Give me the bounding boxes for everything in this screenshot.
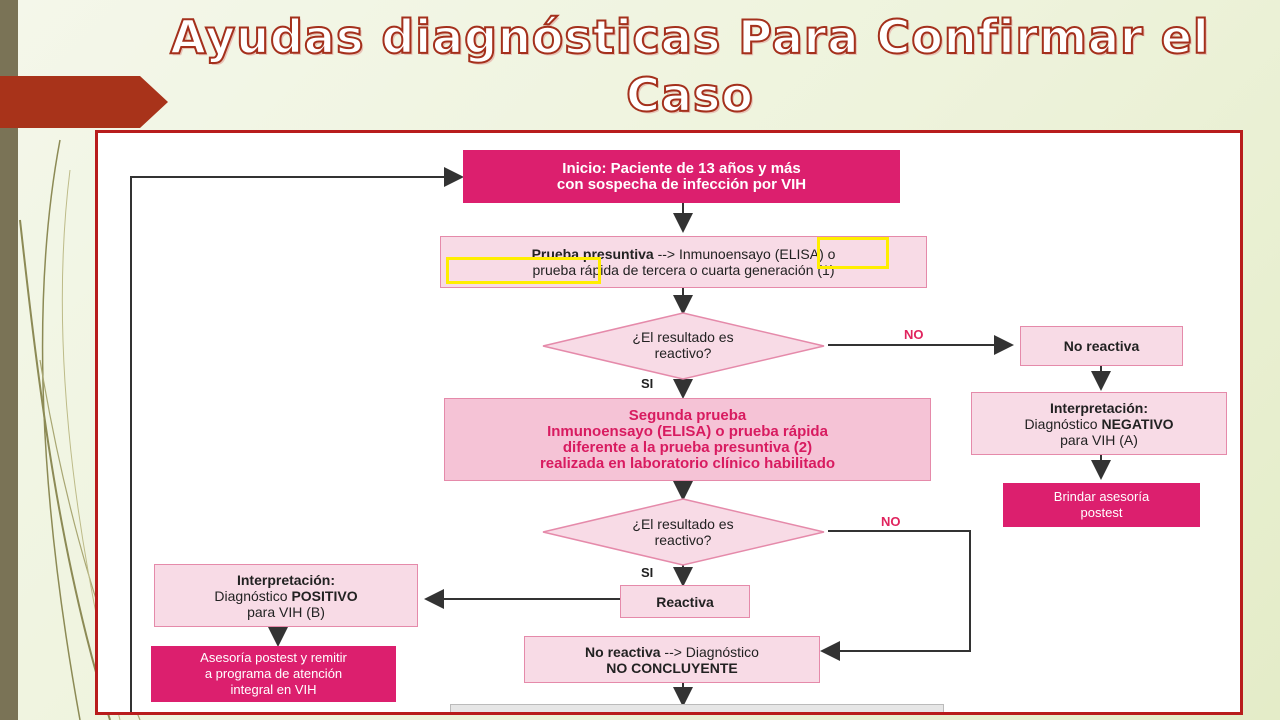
- title-arrow-tab: [0, 76, 168, 128]
- decision2-diamond: [542, 498, 825, 566]
- presumptive-line2: prueba rápida de tercera o cuarta genera…: [532, 262, 835, 278]
- interp-neg-title: Interpretación:: [1049, 399, 1148, 416]
- decision1-line2: reactivo?: [654, 345, 712, 361]
- second-test-line1: Segunda prueba: [628, 406, 747, 424]
- left-accent-bar: [0, 0, 18, 720]
- decision2-text: ¿El resultado es reactivo?: [583, 516, 783, 548]
- slide-title-line2: Caso: [625, 67, 754, 123]
- decision1-text: ¿El resultado es reactivo?: [583, 329, 783, 361]
- decision1-line1: ¿El resultado es: [632, 329, 734, 345]
- postest-2-line1: Asesoría postest y remitir: [200, 650, 347, 665]
- no-reactiva-2-rest: --> Diagnóstico: [660, 643, 759, 660]
- slide-title-line1: Ayudas diagnósticas Para Confirmar el: [169, 9, 1210, 65]
- second-test-line3: diferente a la prueba presuntiva (2): [562, 438, 813, 456]
- postest-1-line1: Brindar asesoría: [1053, 489, 1150, 504]
- si-label-1: SI: [641, 376, 654, 391]
- second-test-line2: Inmunoensayo (ELISA) o prueba rápida: [547, 422, 828, 440]
- decision2-line1: ¿El resultado es: [632, 516, 734, 532]
- postest-1-line2: postest: [1080, 505, 1123, 520]
- si-label-2: SI: [641, 565, 654, 580]
- interp-neg-prefix: Diagnóstico: [1024, 415, 1102, 432]
- no-reactiva-2-bold: No reactiva: [585, 643, 661, 660]
- reactiva-box: Reactiva: [620, 585, 750, 618]
- presumptive-line1-rest: --> Inmunoensayo (ELISA) o: [653, 246, 836, 262]
- interp-negative-box: Interpretación: Diagnóstico NEGATIVO par…: [971, 392, 1227, 455]
- presumptive-test-box: Prueba presuntiva --> Inmunoensayo (ELIS…: [440, 236, 927, 288]
- no-label-2: NO: [881, 514, 901, 529]
- postest-box-2: Asesoría postest y remitir a programa de…: [151, 646, 396, 702]
- interp-pos-prefix: Diagnóstico: [214, 587, 292, 604]
- decision2-line2: reactivo?: [654, 532, 712, 548]
- start-line1: Inicio: Paciente de 13 años y más: [562, 159, 801, 177]
- interp-positive-box: Interpretación: Diagnóstico POSITIVO par…: [154, 564, 418, 627]
- slide-title: Ayudas diagnósticas Para Confirmar el Ca…: [150, 8, 1230, 124]
- start-box: Inicio: Paciente de 13 años y más con so…: [463, 150, 900, 203]
- decision1-diamond: [542, 312, 825, 380]
- interp-pos-title: Interpretación:: [236, 571, 335, 588]
- next-step-box-cutoff: [450, 704, 944, 712]
- interp-neg-bold: NEGATIVO: [1101, 415, 1174, 432]
- postest-box-1: Brindar asesoría postest: [1003, 483, 1200, 527]
- no-label-1: NO: [904, 327, 924, 342]
- postest-2-line2: a programa de atención: [204, 666, 343, 681]
- second-test-line4: realizada en laboratorio clínico habilit…: [539, 454, 836, 472]
- start-line2: con sospecha de infección por VIH: [556, 175, 807, 193]
- second-test-box: Segunda prueba Inmunoensayo (ELISA) o pr…: [444, 398, 931, 481]
- no-concluyente-text: NO CONCLUYENTE: [606, 659, 738, 676]
- elisa-highlight: [817, 237, 889, 269]
- no-concluyente-box: No reactiva --> Diagnóstico NO CONCLUYEN…: [524, 636, 820, 683]
- flowchart-frame: Inicio: Paciente de 13 años y más con so…: [95, 130, 1243, 715]
- interp-pos-bold: POSITIVO: [291, 587, 358, 604]
- postest-2-line3: integral en VIH: [230, 682, 317, 697]
- flowchart-connectors: [130, 167, 1111, 712]
- interp-pos-line3: para VIH (B): [247, 603, 325, 620]
- prueba-rapida-highlight: [446, 257, 601, 284]
- no-reactiva-box-1: No reactiva: [1020, 326, 1183, 366]
- interp-neg-line3: para VIH (A): [1060, 431, 1138, 448]
